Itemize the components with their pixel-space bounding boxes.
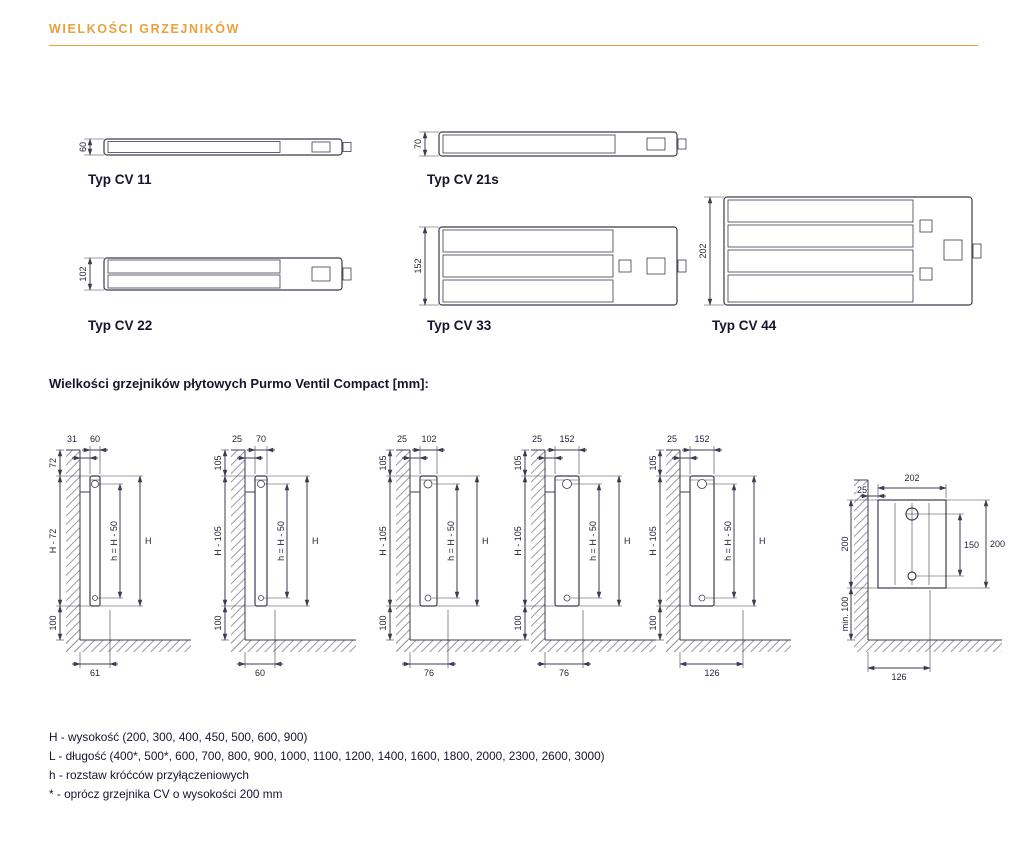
dim-label: h = H - 50 <box>723 521 733 561</box>
cv22-top-view-drawing: 102 <box>77 254 358 301</box>
dim-label: H <box>482 536 489 546</box>
cv11-type-label: Typ CV 11 <box>88 172 152 187</box>
page-title: WIELKOŚCI GRZEJNIKÓW <box>49 22 241 36</box>
dim-label: 152 <box>694 434 709 444</box>
dim-label: 105 <box>513 455 523 470</box>
dim-label: 200 <box>990 539 1005 549</box>
dim-label: 100 <box>378 615 388 630</box>
cv21s-type-label: Typ CV 21s <box>427 172 499 187</box>
dim-label: H <box>145 536 152 546</box>
dim-label: 70 <box>256 434 266 444</box>
dim-label: 105 <box>213 455 223 470</box>
side-view-cv21s: 70 25 105 H - 105 100 h = H - 50 H 60 <box>212 428 371 683</box>
detail-view-cv44: 202 25 150 200 200 min. 100 126 <box>839 470 1025 690</box>
dim-label: 25 <box>857 485 867 495</box>
dim-label: 100 <box>648 615 658 630</box>
dim-label: 25 <box>532 434 542 444</box>
legend-line-height: H - wysokość (200, 300, 400, 450, 500, 6… <box>49 730 308 744</box>
cv44-top-view-drawing: 202 <box>697 192 983 319</box>
side-view-cv11: 60 31 72 H - 72 100 h = H - 50 H 61 <box>47 428 206 683</box>
dim-label: H - 105 <box>648 526 658 556</box>
section-label: Wielkości grzejników płytowych Purmo Ven… <box>49 376 429 391</box>
dim-label: 152 <box>413 258 423 273</box>
dim-label: 76 <box>559 668 569 678</box>
dim-label: 202 <box>698 243 708 258</box>
cv33-type-label: Typ CV 33 <box>427 318 492 333</box>
dim-label: H - 105 <box>378 526 388 556</box>
legend-line-pipe-spacing: h - rozstaw króćców przyłączeniowych <box>49 768 249 782</box>
legend-line-footnote: * - oprócz grzejnika CV o wysokości 200 … <box>49 787 283 801</box>
dim-label: 105 <box>648 455 658 470</box>
dim-label: H - 72 <box>48 529 58 554</box>
dim-label: 126 <box>704 668 719 678</box>
dim-label: H <box>624 536 631 546</box>
dim-label: 25 <box>397 434 407 444</box>
dim-label: h = H - 50 <box>109 521 119 561</box>
dim-label: 60 <box>255 668 265 678</box>
dim-label: 100 <box>513 615 523 630</box>
dim-label: 25 <box>232 434 242 444</box>
dim-label: 61 <box>90 668 100 678</box>
side-view-cv44: 152 25 105 H - 105 100 h = H - 50 H 126 <box>647 428 806 683</box>
side-view-cv33: 152 25 105 H - 105 100 h = H - 50 H 76 <box>512 428 671 683</box>
legend-line-length: L - długość (400*, 500*, 600, 700, 800, … <box>49 749 605 763</box>
cv11-top-view-drawing: 60 <box>77 132 358 167</box>
dim-label: 76 <box>424 668 434 678</box>
dim-label: 60 <box>78 142 88 152</box>
cv33-top-view-drawing: 152 <box>412 222 693 319</box>
cv22-type-label: Typ CV 22 <box>88 318 153 333</box>
dim-label: H - 105 <box>213 526 223 556</box>
dim-label: 102 <box>421 434 436 444</box>
dim-label: 25 <box>667 434 677 444</box>
cv44-type-label: Typ CV 44 <box>712 318 777 333</box>
dim-label: 105 <box>378 455 388 470</box>
dim-label: 102 <box>78 266 88 281</box>
dim-label: h = H - 50 <box>276 521 286 561</box>
dim-label: 72 <box>48 458 58 468</box>
dim-label: H - 105 <box>513 526 523 556</box>
side-view-cv22: 102 25 105 H - 105 100 h = H - 50 H 76 <box>377 428 536 683</box>
dim-label: 126 <box>891 672 906 682</box>
legend: H - wysokość (200, 300, 400, 450, 500, 6… <box>49 728 605 804</box>
dim-label: h = H - 50 <box>446 521 456 561</box>
dim-label: 152 <box>559 434 574 444</box>
dim-label: 150 <box>964 540 979 550</box>
dim-label: 70 <box>413 139 423 149</box>
dim-label: 200 <box>840 536 850 551</box>
dim-label: H <box>759 536 766 546</box>
dim-label: H <box>312 536 319 546</box>
dim-label: 60 <box>90 434 100 444</box>
dim-label: 100 <box>48 615 58 630</box>
title-rule <box>49 45 978 46</box>
dim-label: 100 <box>213 615 223 630</box>
cv21s-top-view-drawing: 70 <box>412 127 693 168</box>
dim-label: min. 100 <box>840 597 850 632</box>
dim-label: 202 <box>904 473 919 483</box>
dim-label: h = H - 50 <box>588 521 598 561</box>
dim-label: 31 <box>67 434 77 444</box>
